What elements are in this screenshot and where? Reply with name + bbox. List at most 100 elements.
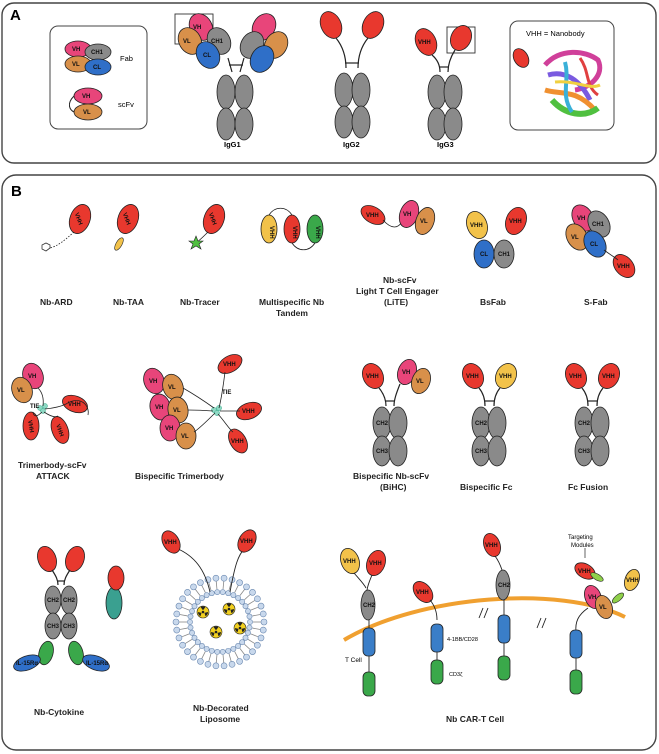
svg-text:CH2: CH2 (376, 421, 389, 427)
cytokine-il-right: IL-15Rα (86, 661, 108, 667)
svg-text:VHH: VHH (242, 409, 255, 415)
lipid-head-outer (249, 648, 256, 655)
t-cell-membrane (342, 596, 626, 642)
nanobody-structure (543, 49, 603, 117)
igg1-vh: VH (193, 25, 201, 31)
bispecific-trimerbody-label: Bispecific Trimerbody (135, 471, 224, 481)
lipid-tail (189, 643, 196, 650)
trimerbody-label-1: Trimerbody-scFv (18, 460, 87, 470)
t-cell-label: T Cell (345, 657, 362, 664)
lipid-head-inner (239, 639, 246, 646)
legend-scfv-vl: VL (83, 110, 91, 116)
liposome-membrane (172, 574, 268, 670)
lipid-head-inner (230, 645, 237, 652)
lipid-tail (194, 648, 201, 655)
svg-text:VHH: VHH (416, 590, 429, 596)
svg-text:VHH: VHH (366, 213, 379, 219)
svg-text:CL: CL (590, 242, 598, 248)
svg-text:VHH: VHH (602, 374, 615, 380)
lipid-tail (239, 648, 246, 655)
legend-cl: CL (93, 65, 101, 71)
lipid-tail (250, 633, 259, 638)
lipid-head-inner (239, 598, 246, 605)
svg-text:CH2: CH2 (63, 598, 76, 604)
lipid-head-outer (254, 641, 261, 649)
svg-text:VH: VH (402, 370, 410, 376)
svg-text:VL: VL (181, 434, 189, 440)
lipid-head-outer (236, 579, 243, 586)
svg-text:CH2: CH2 (47, 598, 60, 604)
nb-tracer-label: Nb-Tracer (180, 297, 220, 307)
svg-text:VL: VL (17, 388, 25, 394)
svg-text:VHH: VHH (54, 424, 64, 438)
lite-label-2: Light T Cell Engager (356, 286, 439, 296)
svg-text:VHH: VHH (240, 539, 253, 545)
lipid-tail (228, 582, 232, 591)
lipid-head-inner (203, 645, 210, 652)
lipid-head-outer (175, 634, 183, 642)
nb-ard-diagram: VHH Nb-ARD (40, 204, 92, 307)
bihc-label-2: (BiHC) (380, 482, 407, 492)
svg-text:VHH: VHH (369, 561, 382, 567)
bispecific-fc-diagram: VHH VHH CH2 CH3 Bispecific Fc (460, 363, 517, 492)
lipid-tail (208, 653, 212, 662)
lipid-tail (247, 639, 256, 644)
lipid-head-outer (243, 583, 250, 591)
lipid-tail (244, 643, 251, 650)
lipid-tail (184, 639, 193, 644)
svg-text:VHH: VHH (626, 578, 639, 584)
lipid-head-outer (172, 618, 180, 626)
lite-label-3: (LiTE) (384, 297, 408, 307)
lipid-head-inner (246, 613, 253, 620)
nb-ard-label: Nb-ARD (40, 297, 73, 307)
svg-text:VL: VL (416, 379, 424, 385)
igg2-label: IgG2 (343, 140, 360, 149)
bsfab-diagram: VHH VHH CL CH1 BsFab (466, 207, 527, 307)
svg-text:VHH: VHH (223, 362, 236, 368)
legend-ch1: CH1 (91, 50, 104, 56)
lipid-head-outer (173, 626, 181, 634)
bispecific-fc-label: Bispecific Fc (460, 482, 513, 492)
lipid-head-outer (220, 662, 228, 670)
lipid-tail (201, 651, 206, 659)
legend-vl: VL (72, 62, 80, 68)
lipid-head-outer (259, 626, 267, 634)
lipid-tail (181, 633, 190, 638)
svg-text:VHH: VHH (73, 212, 83, 226)
cd3z-label: CD3ζ (449, 672, 463, 678)
panel-b-letter: B (11, 183, 22, 200)
lipid-tail (194, 589, 201, 596)
lipid-head-inner (189, 608, 195, 615)
nanobody-box: VHH = Nanobody (509, 20, 615, 131)
lipid-head-outer (190, 583, 197, 591)
lipid-head-inner (245, 608, 251, 615)
trimer-tie: TIE (30, 404, 39, 410)
panel-b-frame (1, 174, 657, 751)
svg-text:VHH: VHH (121, 212, 131, 226)
trimerbody-attack-diagram: TIE VH VL VHH VHH VHH Trimerbody-scFv AT… (11, 362, 89, 481)
nanobody-title: VHH = Nanobody (526, 29, 585, 38)
car-t-label: Nb CAR-T Cell (446, 714, 504, 724)
svg-text:VHH: VHH (343, 559, 356, 565)
svg-text:CH2: CH2 (498, 583, 511, 589)
lipid-tail (252, 627, 261, 630)
bispecific-trimerbody-diagram: TIE VH VL VH VL VH VL VHH VHH VHH Bispec… (135, 354, 262, 481)
svg-text:VHH: VHH (499, 374, 512, 380)
svg-text:CH3: CH3 (376, 449, 389, 455)
lipid-head-inner (187, 624, 194, 631)
lipid-head-outer (249, 589, 256, 596)
lipid-tail (201, 585, 206, 593)
fc-fusion-diagram: VHH VHH CH2 CH3 Fc Fusion (565, 363, 620, 492)
svg-text:VHH: VHH (470, 223, 483, 229)
lipid-tail (222, 654, 225, 663)
lipid-head-outer (197, 658, 204, 665)
igg1-vl: VL (183, 39, 191, 45)
svg-text:VHH: VHH (617, 264, 630, 270)
lipid-head-outer (184, 648, 191, 655)
svg-text:CH1: CH1 (592, 222, 605, 228)
panel-a-frame (1, 2, 657, 164)
bihc-diagram: VHH VH VL CH2 CH3 Bispecific Nb-scFv (Bi… (353, 359, 431, 492)
lipid-tail (228, 653, 232, 662)
igg1-diagram: VH VL CH1 CL IgG1 (174, 13, 289, 149)
